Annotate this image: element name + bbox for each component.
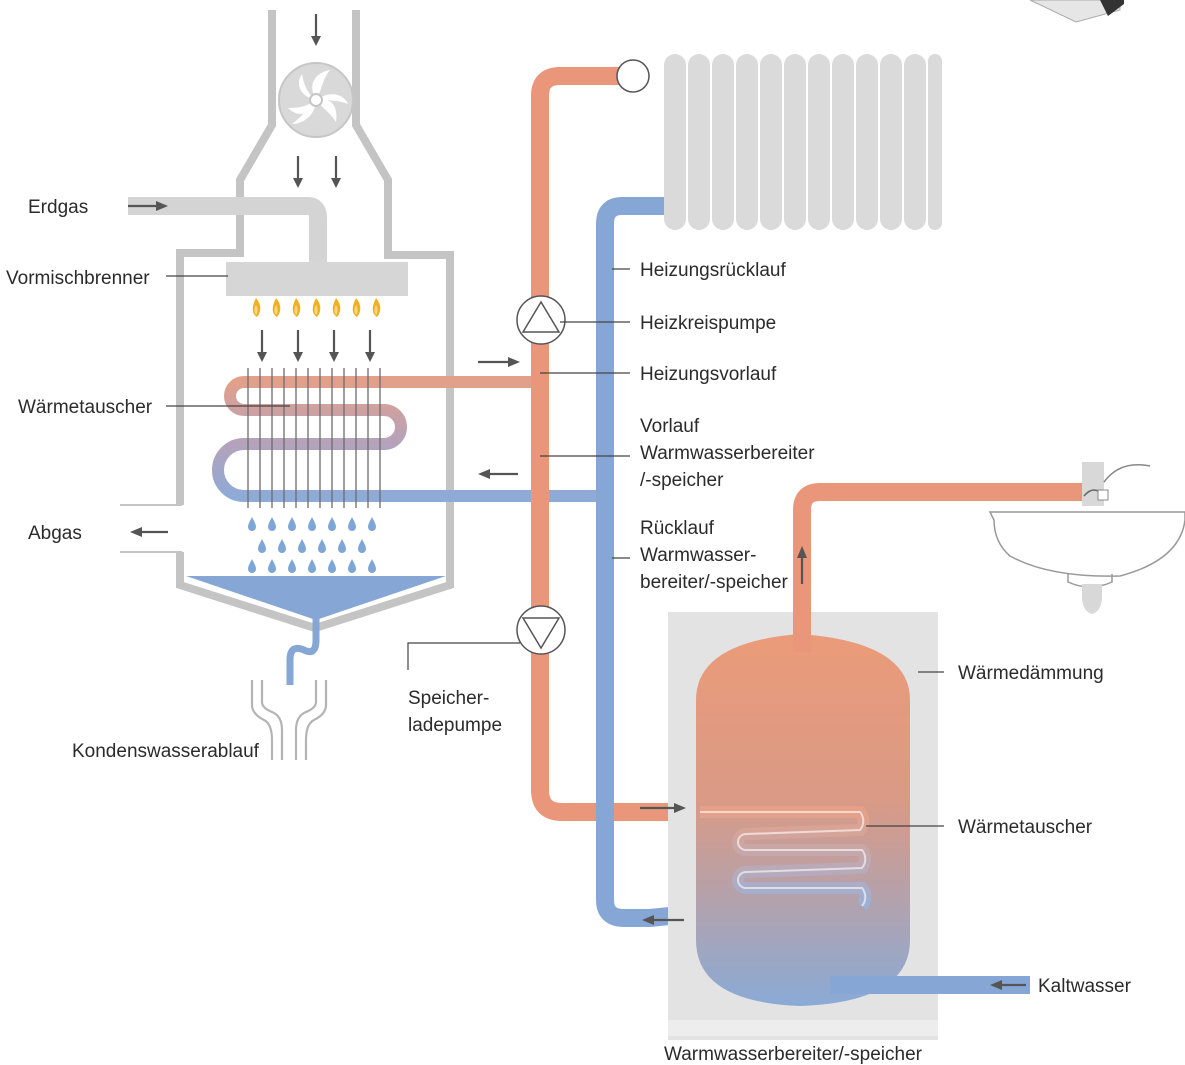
thermostatic-valve: [616, 59, 650, 93]
label-warmwasserbereiter: Warmwasserbereiter/-speicher: [664, 1044, 923, 1065]
label-heizungsvorlauf: Heizungsvorlauf: [640, 364, 777, 385]
label-ruecklauf-ww-3: bereiter/-speicher: [640, 572, 789, 593]
label-speicherladepumpe-2: ladepumpe: [408, 715, 502, 736]
label-ruecklauf-ww-2: Warmwasser-: [640, 545, 756, 566]
boiler-heat-exchanger-coil: [212, 376, 600, 502]
gas-pipe: [128, 197, 327, 262]
label-waermedaemmung: Wärmedämmung: [958, 663, 1104, 684]
label-waermetauscher-speicher: Wärmetauscher: [958, 817, 1093, 838]
cold-water-arrow: [990, 980, 1026, 990]
flow-arrow-supply: [478, 357, 520, 367]
heating-circuit-pump-icon: [516, 295, 566, 345]
flow-arrow-return: [478, 469, 518, 479]
tank-supply-arrow: [640, 803, 686, 813]
label-kondenswasserablauf: Kondenswasserablauf: [72, 741, 260, 762]
label-vorlauf-ww-1: Vorlauf: [640, 416, 700, 437]
condensate-drain-pipe: [286, 618, 320, 685]
condensate-funnel: [186, 576, 446, 620]
hot-water-arrow: [797, 546, 807, 584]
fan-icon: [278, 62, 354, 138]
label-abgas: Abgas: [28, 523, 82, 544]
siphon: [250, 680, 328, 760]
label-erdgas: Erdgas: [28, 197, 88, 218]
label-speicherladepumpe-1: Speicher-: [408, 688, 489, 709]
boiler-casing: [176, 10, 454, 633]
gas-inflow-arrow: [128, 201, 168, 211]
heating-return-pipe: [596, 197, 867, 927]
label-ruecklauf-ww-1: Rücklauf: [640, 518, 715, 539]
radiator: [664, 54, 942, 230]
storage-tank: [696, 634, 910, 1006]
premix-burner: [226, 262, 408, 296]
label-vorlauf-ww-3: /-speicher: [640, 470, 724, 491]
tank-heat-exchanger-coil: [700, 806, 872, 910]
label-heizkreispumpe: Heizkreispumpe: [640, 313, 776, 334]
label-vormischbrenner: Vormischbrenner: [6, 268, 150, 289]
hot-water-pipe: [793, 483, 1082, 652]
heating-supply-pipe: [531, 67, 700, 821]
label-heizungsruecklauf: Heizungsrücklauf: [640, 260, 786, 281]
label-waermetauscher-boiler: Wärmetauscher: [18, 397, 153, 418]
label-kaltwasser: Kaltwasser: [1038, 976, 1132, 997]
condensate-drops: [248, 517, 376, 573]
gas-boiler: [120, 10, 600, 760]
label-vorlauf-ww-2: Warmwasserbereiter: [640, 443, 815, 464]
corner-fragment: [1029, 0, 1124, 23]
flames: [252, 298, 381, 317]
sink-icon: [988, 462, 1185, 614]
flue-gas-arrow: [130, 527, 168, 537]
tank-return-arrow: [642, 915, 684, 925]
storage-charging-pump-icon: [516, 605, 566, 655]
